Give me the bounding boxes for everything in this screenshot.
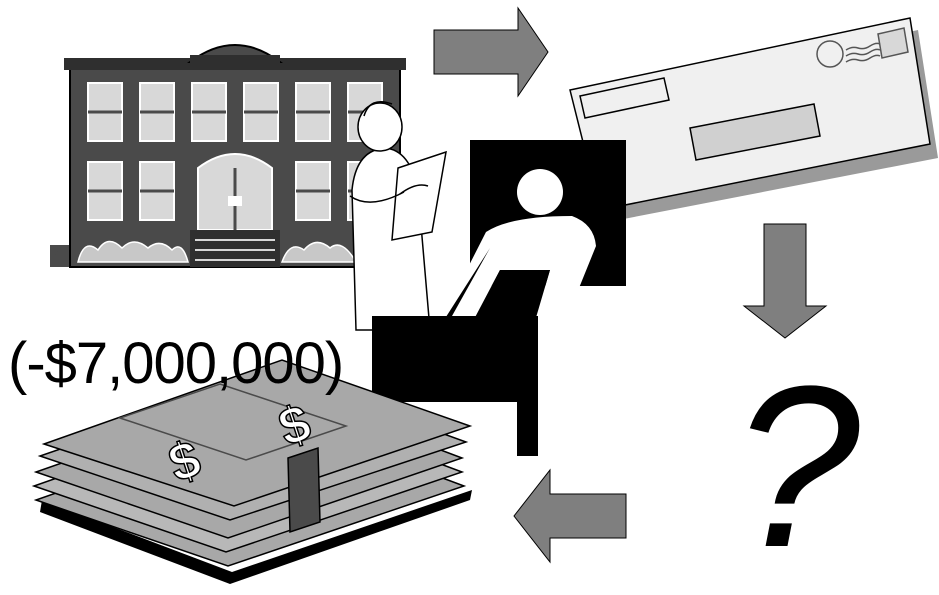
- doctor-with-clipboard-icon: [350, 102, 446, 330]
- arrow-down-icon: [744, 224, 826, 338]
- cost-amount-label: (-$7,000,000): [8, 330, 343, 397]
- question-mark: ?: [732, 352, 860, 582]
- arrow-right-icon: [434, 8, 548, 96]
- arrow-left-icon: [514, 470, 626, 562]
